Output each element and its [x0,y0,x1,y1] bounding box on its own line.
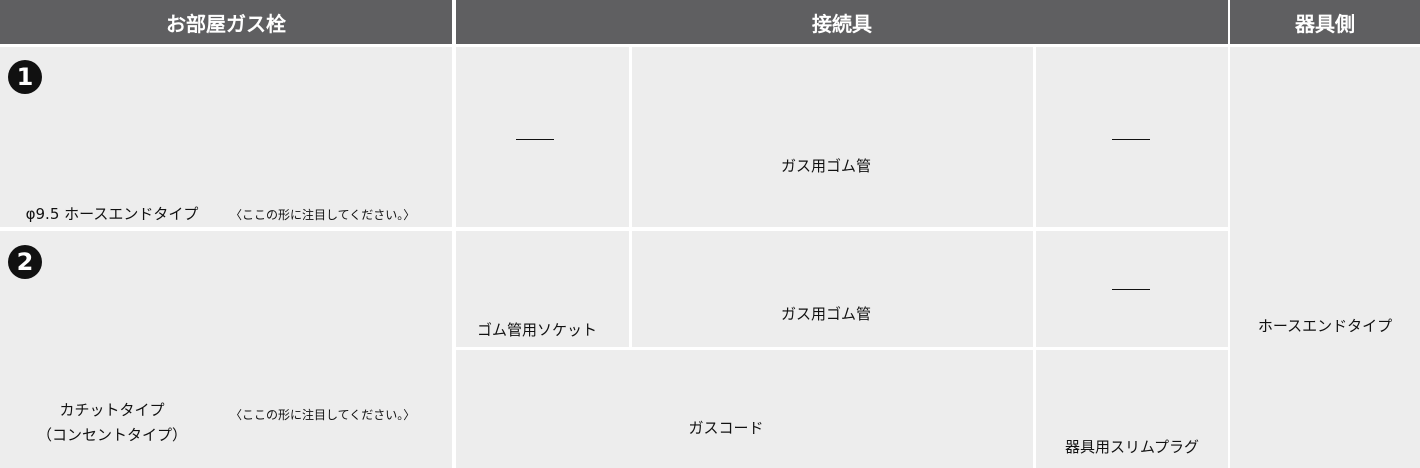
row-number-badge: 1 [8,60,42,94]
slim-plug-cell: 器具用スリムプラグ [1036,350,1228,468]
valve-type-label: φ9.5 ホースエンドタイプ [25,205,199,223]
row1-valve-cell: 1 φ9.5 ホースエンドタイプ 〈ここの形に注目してください。〉 [0,47,452,236]
header-appliance: 器具側 [1230,0,1420,44]
appliance-cell: ホースエンドタイプ [1230,47,1420,468]
appliance-type-label: ホースエンドタイプ [1257,317,1393,335]
header-room-valve: お部屋ガス栓 [0,0,452,44]
shape-note: 〈ここの形に注目してください。〉 [230,408,416,422]
none-dash [516,139,554,140]
valve-type-label-line1: カチットタイプ [59,401,165,419]
row1-connector-c [1036,47,1228,227]
hose-label: ガス用ゴム管 [780,157,872,175]
row2-valve-cell: 2 カチットタイプ （コンセントタイプ） 〈ここの形に注目してください。〉 [0,231,452,468]
row2-connector-c [1036,231,1228,347]
row1-hose-cell: ガス用ゴム管 [632,47,1033,227]
row-number-badge: 2 [8,245,42,279]
row1-connector-a [456,47,629,227]
gas-cord-cell: ガスコード [456,350,1033,468]
slim-plug-label: 器具用スリムプラグ [1064,438,1200,456]
shape-note: 〈ここの形に注目してください。〉 [230,208,416,222]
valve-type-label-line2: （コンセントタイプ） [36,426,188,444]
socket-label: ゴム管用ソケット [476,321,598,339]
hose-label: ガス用ゴム管 [780,305,872,323]
gas-cord-label: ガスコード [688,419,764,437]
none-dash [1112,289,1150,290]
none-dash [1112,139,1150,140]
header-connector: 接続具 [456,0,1228,44]
row2-hose-cell: ガス用ゴム管 [632,231,1033,347]
row2-socket-cell: ゴム管用ソケット [456,231,629,347]
